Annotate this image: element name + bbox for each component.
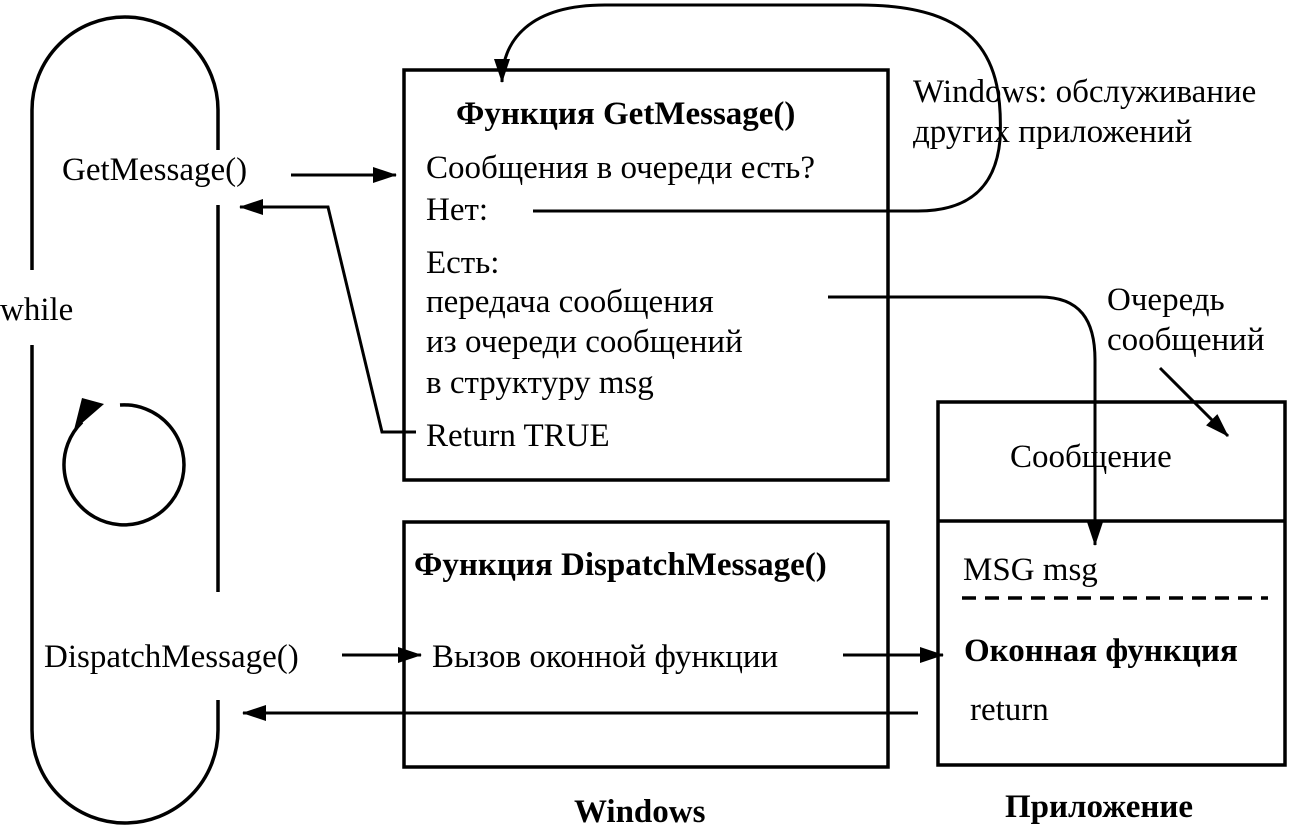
getmessage-function-box: Функция GetMessage() Сообщения в очереди… (402, 68, 890, 482)
windows-footer-label: Windows (574, 794, 706, 830)
loop-left-side (30, 15, 220, 270)
yes-branch-line2: из очереди сообщений (426, 324, 743, 360)
dispatchmessage-call-label: DispatchMessage() (44, 639, 299, 675)
getmessage-call-label: GetMessage() (62, 152, 247, 188)
dispatch-box-frame (402, 520, 890, 769)
arrow-queue-pointer (1158, 366, 1230, 438)
window-function-label: Оконная функция (964, 633, 1238, 669)
windows-service-line2: других приложений (913, 114, 1192, 150)
return-label: return (970, 692, 1049, 728)
getmessage-title: Функция GetMessage() (456, 96, 795, 132)
message-loop: while GetMessage() DispatchMessage() (0, 15, 299, 825)
return-true-label: Return TRUE (426, 418, 610, 454)
dispatchmessage-function-box: Функция DispatchMessage() Вызов оконной … (402, 520, 890, 769)
arrow-return-true (239, 199, 416, 434)
yes-branch-label: Есть: (426, 245, 499, 281)
application-box-frame (936, 400, 1287, 767)
yes-branch-line1: передача сообщения (426, 284, 714, 320)
msg-struct-label: MSG msg (963, 552, 1098, 588)
queued-message-label: Сообщение (1010, 439, 1172, 475)
arrow-transfer-to-msg (828, 295, 1103, 546)
yes-branch-line3: в структуру msg (426, 365, 654, 401)
cycle-arrow-icon (62, 398, 186, 527)
arrow-no-windows-service (494, 3, 1002, 213)
while-label: while (0, 292, 73, 328)
no-branch-label: Нет: (426, 192, 488, 228)
loop-left-side-lower (30, 345, 220, 825)
getmessage-box-frame (402, 68, 890, 482)
dispatch-title: Функция DispatchMessage() (414, 547, 827, 583)
window-function-call-label: Вызов оконной функции (432, 639, 778, 675)
queue-label-line1: Очередь (1107, 282, 1225, 318)
queue-question: Сообщения в очереди есть? (426, 150, 815, 186)
application-footer-label: Приложение (1005, 789, 1193, 825)
windows-service-line1: Windows: обслуживание (913, 74, 1256, 110)
queue-label-line2: сообщений (1107, 322, 1264, 358)
application-box: Сообщение MSG msg Оконная функция return (936, 400, 1287, 767)
